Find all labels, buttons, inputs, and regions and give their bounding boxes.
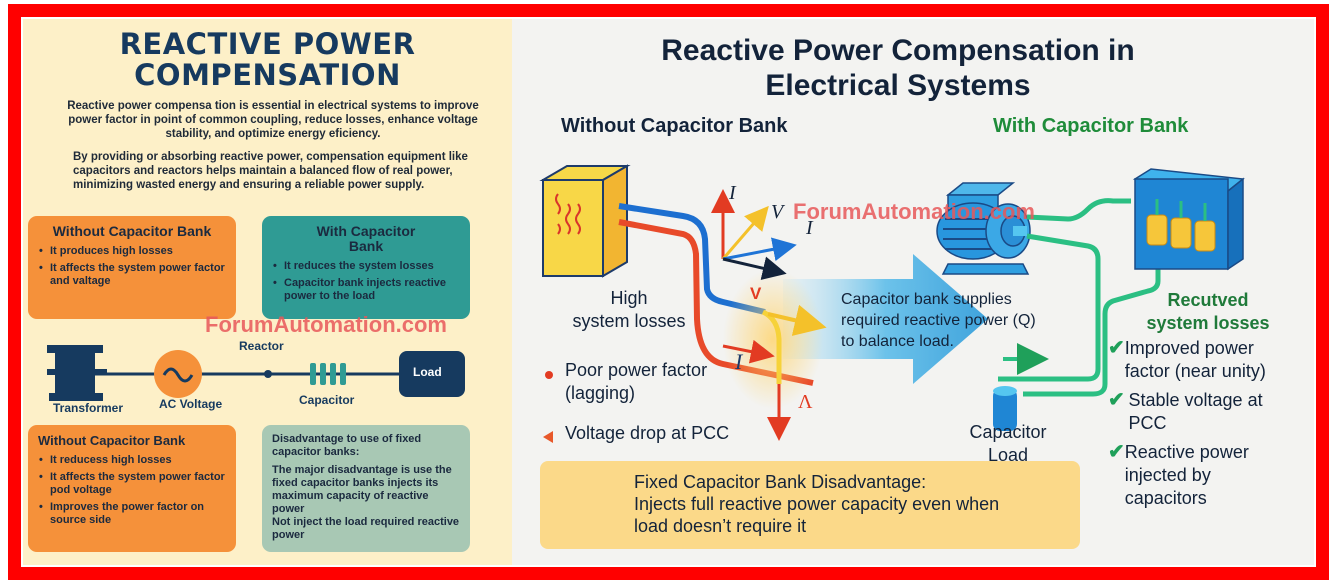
list-item: It produces high losses <box>38 245 226 258</box>
right-title-line2: Electrical Systems <box>765 69 1031 102</box>
list-item: It reducess high losses <box>38 454 226 467</box>
check-icon: ✔ <box>1108 337 1125 359</box>
phasor-label-v: V <box>771 201 784 223</box>
phasor-label-i2: I <box>806 217 813 239</box>
subtitle-with: With Capacitor Bank <box>993 115 1189 137</box>
list-item: Capacitor bank injects reactive power to… <box>272 277 460 303</box>
list-item: It affects the system power factor and v… <box>38 262 226 288</box>
label-v-small: V <box>750 284 762 303</box>
right-title: Reactive Power Compensation in Electrica… <box>523 33 1273 103</box>
left-title: REACTIVE POWER COMPENSATION <box>23 29 512 91</box>
ac-voltage-label: AC Voltage <box>159 397 223 411</box>
cap-load-line2: Load <box>987 445 1029 465</box>
ac-voltage-icon <box>154 350 202 398</box>
yellow-wire <box>761 309 782 384</box>
benefits-list: ✔ Improved power factor (near unity) ✔ S… <box>1108 337 1278 516</box>
bullet-dot-icon <box>545 371 553 379</box>
list-item: Improves the power factor on source side <box>38 501 226 527</box>
capacitor-load-label: Capacitor Load <box>963 421 1053 467</box>
card-title: Without Capacitor Bank <box>52 223 212 239</box>
right-title-line1: Reactive Power Compensation in <box>661 34 1135 67</box>
yellow-arrow-icon <box>767 304 827 336</box>
transformer-label: Transformer <box>53 401 124 415</box>
disadvantage-para2: Not inject the load required reactive po… <box>272 516 460 541</box>
watermark-right: ForumAutomation.com <box>793 199 1035 224</box>
big-arrow-icon <box>783 254 988 384</box>
card-disadvantage: Disadvantage to use of fixed capacitor b… <box>262 425 470 552</box>
blue-wire <box>618 203 766 315</box>
reduced-losses-label: Recutved system losses <box>1133 289 1283 335</box>
warning-line3: load doesn’t require it <box>634 516 807 536</box>
warning-title: Fixed Capacitor Bank Disadvantage: <box>634 472 927 492</box>
high-losses-label: High system losses <box>569 287 689 333</box>
benefit-item: ✔ Stable voltage at PCC <box>1108 389 1263 433</box>
transformer-icon <box>47 345 107 401</box>
poor-pf-label: Poor power factor (lagging) <box>565 360 708 403</box>
disadvantage-title: Disadvantage to use of fixed capacitor b… <box>272 433 422 458</box>
warning-box: Fixed Capacitor Bank Disadvantage: Injec… <box>540 461 1080 549</box>
heat-box-icon <box>539 164 631 278</box>
card-without-capacitor: Without Capacitor Bank It produces high … <box>28 216 236 319</box>
benefit-item: ✔ Reactive power injected by capacitors <box>1108 441 1249 508</box>
red-frame: REACTIVE POWER COMPENSATION Reactive pow… <box>8 4 1329 580</box>
check-icon: ✔ <box>1108 389 1125 411</box>
high-losses-line2: system losses <box>572 311 686 331</box>
check-icon: ✔ <box>1108 441 1125 463</box>
capacitor-label: Capacitor <box>299 393 355 407</box>
glow <box>723 269 823 409</box>
left-panel: REACTIVE POWER COMPENSATION Reactive pow… <box>23 19 512 565</box>
benefit-item: ✔ Improved power factor (near unity) <box>1108 337 1266 381</box>
warning-line2: Injects full reactive power capacity eve… <box>634 494 1000 514</box>
warning-text: Fixed Capacitor Bank Disadvantage: Injec… <box>634 471 999 537</box>
capacitor-bank-icon <box>1132 168 1245 271</box>
intro-paragraph: Reactive power compensa tion is essentia… <box>67 100 479 140</box>
green-wire <box>998 233 1101 382</box>
reduced-line1: Recutved <box>1167 290 1249 310</box>
motor-icon <box>936 182 1031 275</box>
list-item: It affects the system power factor pod v… <box>38 471 226 497</box>
label-lambda: Λ <box>798 391 813 413</box>
list-item: It reduces the system losses <box>272 260 460 273</box>
bullet-triangle-icon <box>543 431 553 443</box>
left-title-line2: COMPENSATION <box>134 58 401 92</box>
cap-load-line1: Capacitor <box>969 422 1047 442</box>
left-title-line1: REACTIVE POWER <box>119 27 416 61</box>
capacitor-load-icon <box>993 386 1017 431</box>
current-arrow-icon <box>722 339 775 364</box>
phasor-label-i: I <box>729 182 736 204</box>
card-title: Without Capacitor Bank <box>38 433 186 448</box>
infographic-canvas: REACTIVE POWER COMPENSATION Reactive pow… <box>23 19 1314 565</box>
subtitle-without: Without Capacitor Bank <box>561 115 788 137</box>
green-wire <box>1026 198 1131 222</box>
green-wire <box>1023 254 1161 397</box>
card-title: With Capacitor Bank <box>316 223 416 254</box>
voltage-drop-label: Voltage drop at PCC <box>565 423 730 443</box>
load-box <box>399 351 465 397</box>
card-without-capacitor-2: Without Capacitor Bank It reducess high … <box>28 425 236 552</box>
load-label: Load <box>413 365 442 379</box>
phasor-diagram-icon <box>711 189 797 280</box>
reactor-node-icon <box>264 370 272 378</box>
arrow-text: Capacitor bank supplies required reactiv… <box>841 291 1036 350</box>
label-i-mid: I <box>735 349 743 374</box>
high-losses-line1: High <box>610 288 648 308</box>
circuit-diagram <box>47 345 465 401</box>
capacitor-icon <box>310 363 346 385</box>
reduced-line2: system losses <box>1146 313 1270 333</box>
card-with-capacitor: With Capacitor Bank It reduces the syste… <box>262 216 470 319</box>
disadvantage-para1: The major disadvantage is use the fixed … <box>272 464 452 515</box>
reactor-label: Reactor <box>239 339 284 353</box>
red-wire <box>618 219 814 386</box>
intro-paragraph-2: By providing or absorbing reactive power… <box>73 151 468 191</box>
watermark-left: ForumAutomation.com <box>205 312 447 337</box>
